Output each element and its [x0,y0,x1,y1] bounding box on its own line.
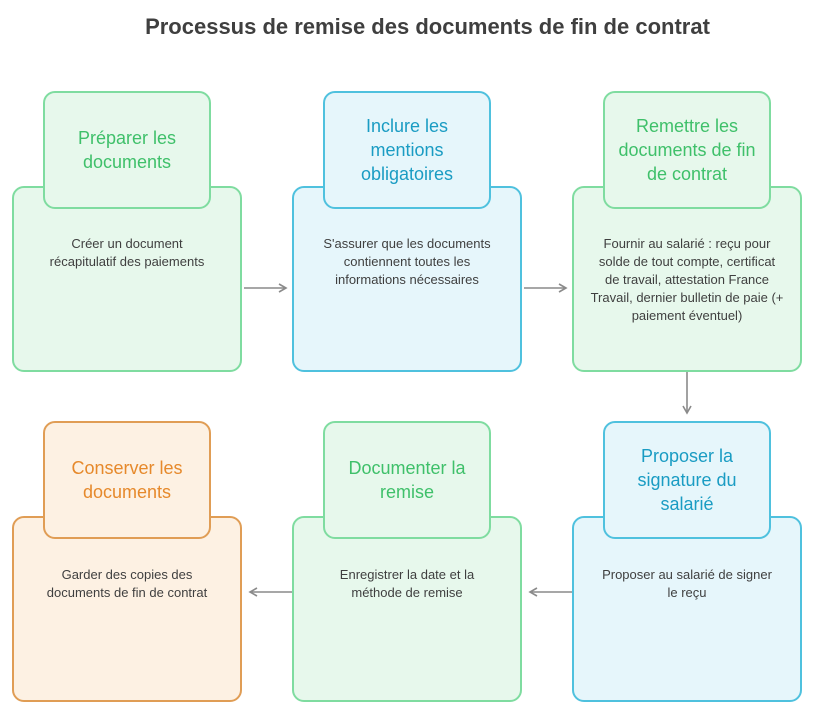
flow-arrows [244,283,692,597]
step-1-card [12,186,242,372]
step-5-card [292,516,522,702]
step-3-heading: Remettre les documents de fin de contrat [603,91,771,209]
step-5-description: Enregistrer la date et la méthode de rem… [339,567,475,600]
step-6-card [12,516,242,702]
step-2-description: S'assurer que les documents contiennent … [323,236,491,287]
step-5-heading: Documenter la remise [323,421,491,539]
step-4-heading: Proposer la signature du salarié [603,421,771,539]
step-6-heading: Conserver les documents [43,421,211,539]
step-4-card [572,516,802,702]
step-2-heading: Inclure les mentions obligatoires [323,91,491,209]
step-3-description: Fournir au salarié : reçu pour solde de … [590,236,784,323]
step-6-description: Garder des copies des documents de fin d… [46,567,208,600]
step-3-card [572,186,802,372]
step-4-description: Proposer au salarié de signer le reçu [602,567,772,600]
step-1-heading: Préparer les documents [43,91,211,209]
diagram-title: Processus de remise des documents de fin… [145,14,710,39]
step-1-description: Créer un document récapitulatif des paie… [49,236,205,269]
